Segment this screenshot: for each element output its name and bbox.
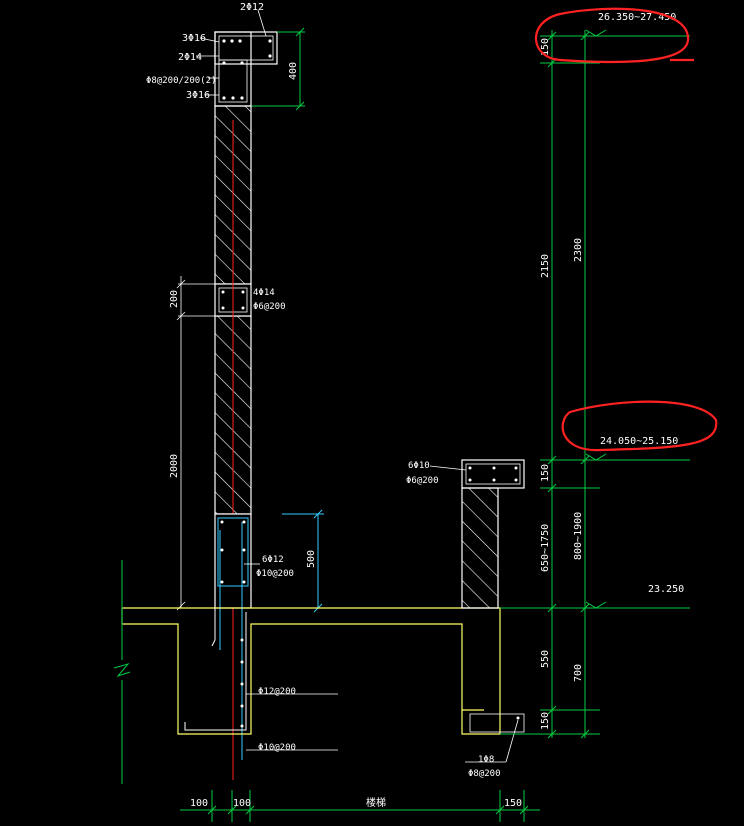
top-beam-outline bbox=[214, 31, 278, 65]
parapet-wall: 4Φ14 Φ6@200 bbox=[214, 105, 286, 780]
top-beam-stem bbox=[214, 31, 252, 107]
level-top-label: 26.350~27.450 bbox=[598, 12, 676, 23]
right-bottom-stirrup-label: Φ8@200 bbox=[468, 769, 501, 779]
foundation-rebar: Φ12@200 Φ10@200 bbox=[184, 608, 338, 753]
right-beam-rebar-label: 6Φ10 bbox=[408, 461, 430, 471]
top-beam-rebar-c-label: 3Φ16 bbox=[186, 90, 210, 101]
dim-bottom-150: 150 bbox=[504, 798, 522, 809]
dim-550: 550 bbox=[540, 650, 551, 668]
left-dimensions: 200 2000 bbox=[169, 276, 215, 611]
wall-height-dim: 2000 bbox=[169, 454, 180, 478]
dim-150-top: 150 bbox=[540, 38, 551, 56]
mid-beam-rebar-label: 4Φ14 bbox=[253, 288, 275, 298]
dim-bottom-100b: 100 bbox=[233, 798, 251, 809]
top-beam-height-dim: 400 bbox=[288, 62, 299, 80]
dim-150-c: 150 bbox=[540, 712, 551, 730]
mid-beam-height-dim: 200 bbox=[169, 290, 180, 308]
wall-base-dim: 500 bbox=[306, 550, 317, 568]
foundation-rebar-2-label: Φ10@200 bbox=[258, 743, 296, 753]
wall-base-section: 6Φ12 Φ10@200 500 bbox=[214, 509, 324, 760]
top-beam-rebar-b-label: 2Φ14 bbox=[178, 52, 202, 63]
dim-2150: 2150 bbox=[540, 254, 551, 278]
right-dimension-chain bbox=[500, 29, 690, 739]
right-beam: 6Φ10 Φ6@200 bbox=[406, 459, 525, 609]
wall-stirrup-label: Φ10@200 bbox=[256, 569, 294, 579]
bottom-dimensions bbox=[180, 790, 540, 822]
mid-beam-stirrup-label: Φ6@200 bbox=[253, 302, 286, 312]
dim-800-1900: 800~1900 bbox=[573, 512, 584, 560]
break-line bbox=[113, 560, 131, 784]
level-mid-label: 24.050~25.150 bbox=[600, 436, 678, 447]
dim-700: 700 bbox=[573, 664, 584, 682]
right-bottom-detail: 1Φ8 Φ8@200 bbox=[465, 713, 525, 779]
slab-top-line bbox=[122, 607, 501, 735]
foundation-rebar-1-label: Φ12@200 bbox=[258, 687, 296, 697]
level-bottom-label: 23.250 bbox=[648, 584, 684, 595]
red-annotation-marks bbox=[534, 7, 718, 452]
top-beam-rebar-top-label: 2Φ12 bbox=[240, 2, 264, 13]
dim-150-b: 150 bbox=[540, 464, 551, 482]
top-beam-stirrup-label: Φ8@200/200(2) bbox=[146, 76, 216, 86]
bottom-dimension-text: 100 100 楼梯 150 bbox=[190, 796, 522, 809]
dim-650-1750: 650~1750 bbox=[540, 524, 551, 572]
dim-bottom-span: 楼梯 bbox=[366, 796, 386, 809]
top-beam-section: 2Φ12 3Φ16 2Φ14 Φ8@200/200(2) 3Φ16 400 bbox=[146, 2, 305, 111]
annotation-circle-top bbox=[534, 7, 694, 64]
right-beam-stirrup-label: Φ6@200 bbox=[406, 476, 439, 486]
dim-2300: 2300 bbox=[573, 238, 584, 262]
right-bottom-rebar-label: 1Φ8 bbox=[478, 755, 494, 765]
annotation-circle-mid bbox=[561, 400, 718, 452]
right-dimension-text: 150 2150 2300 150 650~1750 800~1900 550 … bbox=[540, 12, 684, 730]
wall-rebar-label: 6Φ12 bbox=[262, 555, 284, 565]
slab-foundation bbox=[121, 607, 501, 735]
top-beam-rebar-a-label: 3Φ16 bbox=[182, 33, 206, 44]
dim-bottom-100a: 100 bbox=[190, 798, 208, 809]
